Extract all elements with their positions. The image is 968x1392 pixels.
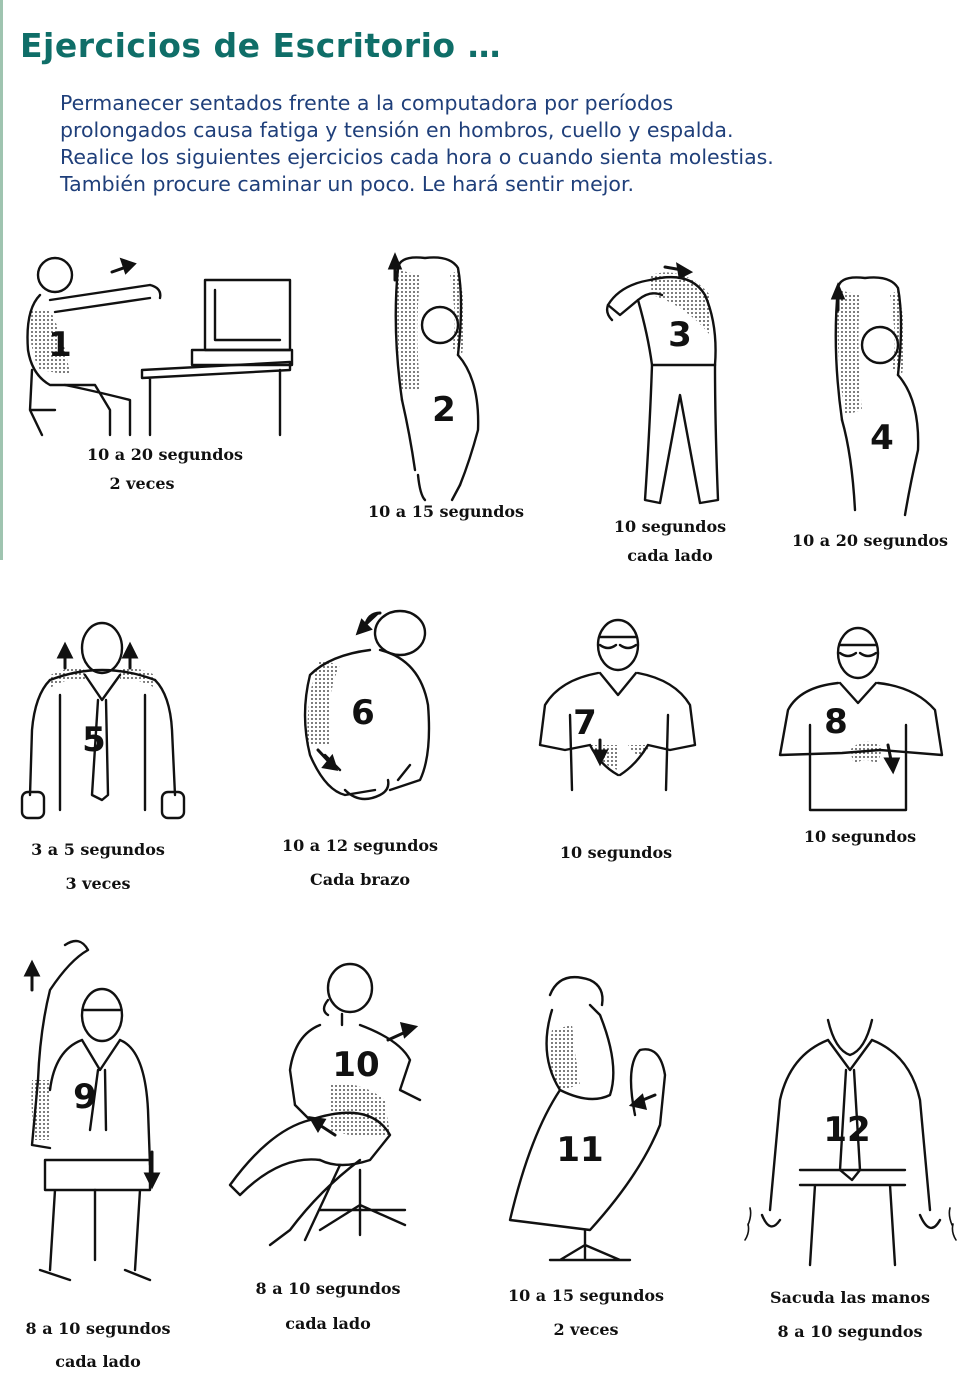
exercise-duration: 10 segundos xyxy=(803,827,917,846)
exercise-number: 12 xyxy=(823,1110,871,1150)
exercise-number: 10 xyxy=(332,1045,380,1085)
exercise-duration: 8 a 10 segundos xyxy=(25,1319,171,1338)
exercise-5: 5 3 a 5 segundos 3 veces xyxy=(10,620,190,900)
exercise-number: 4 xyxy=(870,418,894,458)
exercise-number: 1 xyxy=(48,325,72,365)
exercise-6-illustration xyxy=(303,609,431,801)
exercise-number: 8 xyxy=(824,702,848,742)
exercise-number: 2 xyxy=(432,390,456,430)
exercise-duration: 10 a 15 segundos xyxy=(367,502,525,521)
exercise-12-illustration xyxy=(744,1018,957,1267)
exercise-number: 7 xyxy=(573,703,597,743)
exercise-number: 3 xyxy=(668,315,692,355)
exercise-number: 9 xyxy=(73,1077,97,1117)
exercise-repetitions: 2 veces xyxy=(109,474,175,493)
left-margin-rule xyxy=(0,0,3,560)
exercise-duration: 10 a 15 segundos xyxy=(507,1286,665,1305)
exercise-2-illustration xyxy=(387,252,480,502)
exercise-11-illustration xyxy=(508,975,667,1262)
exercise-duration: 10 segundos xyxy=(559,843,673,862)
exercise-10-illustration xyxy=(228,962,422,1247)
exercise-3: 3 10 segundos cada lado xyxy=(590,255,770,575)
exercise-1-illustration xyxy=(26,256,294,437)
intro-line: prolongados causa fatiga y tensión en ho… xyxy=(60,118,734,142)
exercise-number: 6 xyxy=(351,693,375,733)
intro-line: Realice los siguientes ejercicios cada h… xyxy=(60,145,774,169)
exercise-repetitions: 2 veces xyxy=(553,1320,619,1339)
exercise-11: 11 10 a 15 segundos 2 veces xyxy=(490,965,690,1355)
exercise-side: cada lado xyxy=(55,1352,141,1371)
exercise-duration: 10 a 20 segundos xyxy=(791,531,949,550)
exercise-4-illustration xyxy=(830,276,920,517)
exercise-7-illustration xyxy=(538,618,697,792)
exercise-5-illustration xyxy=(20,621,186,820)
exercise-instruction: Sacuda las manos xyxy=(769,1288,931,1307)
exercise-duration: 3 a 5 segundos xyxy=(31,840,165,859)
exercise-number: 11 xyxy=(556,1130,604,1170)
exercise-side: cada lado xyxy=(285,1314,371,1333)
exercise-duration: 10 a 20 segundos xyxy=(86,445,244,464)
exercise-9-illustration xyxy=(23,939,161,1282)
exercise-3-illustration xyxy=(605,262,720,505)
exercise-6: 6 10 a 12 segundos Cada brazo xyxy=(270,605,460,895)
exercise-repetitions: 3 veces xyxy=(65,874,131,893)
intro-line: También procure caminar un poco. Le hará… xyxy=(60,172,635,196)
exercise-8: 8 10 segundos xyxy=(770,615,950,855)
exercise-number: 5 xyxy=(82,720,106,760)
exercise-8-illustration xyxy=(778,626,944,812)
exercise-9: 9 8 a 10 segundos cada lado xyxy=(10,930,190,1380)
exercise-2: 2 10 a 15 segundos xyxy=(340,250,560,530)
exercise-1: 1 10 a 20 segundos 2 veces xyxy=(10,250,300,510)
exercise-duration: 8 a 10 segundos xyxy=(777,1322,923,1341)
page-title: Ejercicios de Escritorio … xyxy=(20,26,502,65)
exercise-12: 12 Sacuda las manos 8 a 10 segundos xyxy=(740,1010,960,1350)
exercise-duration: 10 a 12 segundos xyxy=(281,836,439,855)
exercise-side: cada lado xyxy=(627,546,713,565)
exercise-duration: 10 segundos xyxy=(613,517,727,536)
exercise-side: Cada brazo xyxy=(310,870,410,889)
exercise-10: 10 8 a 10 segundos cada lado xyxy=(210,960,440,1350)
intro-line: Permanecer sentados frente a la computad… xyxy=(60,91,674,115)
exercise-duration: 8 a 10 segundos xyxy=(255,1279,401,1298)
exercise-7: 7 10 segundos xyxy=(530,615,705,875)
exercise-4: 4 10 a 20 segundos xyxy=(780,270,968,560)
intro-paragraph: Permanecer sentados frente a la computad… xyxy=(60,90,960,198)
